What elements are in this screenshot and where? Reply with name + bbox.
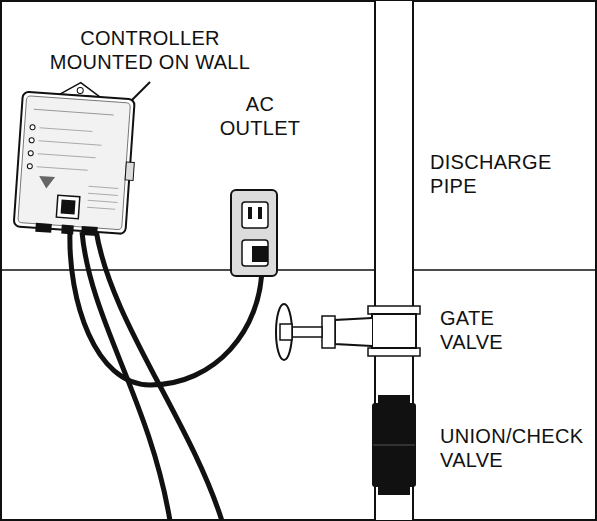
gate-valve-label: GATE VALVE — [440, 306, 550, 354]
wall-line — [0, 269, 375, 271]
pipe-label: DISCHARGE PIPE — [430, 150, 580, 198]
outlet-label: AC OUTLET — [205, 92, 315, 140]
switch-cord — [96, 230, 222, 521]
check-valve-label: UNION/CHECK VALVE — [440, 424, 590, 472]
wall-line — [413, 269, 597, 271]
gate-valve — [276, 304, 420, 360]
controller-label: CONTROLLER MOUNTED ON WALL — [40, 26, 260, 74]
ac-outlet — [231, 190, 277, 276]
controller — [13, 79, 139, 239]
check-valve — [372, 395, 416, 495]
